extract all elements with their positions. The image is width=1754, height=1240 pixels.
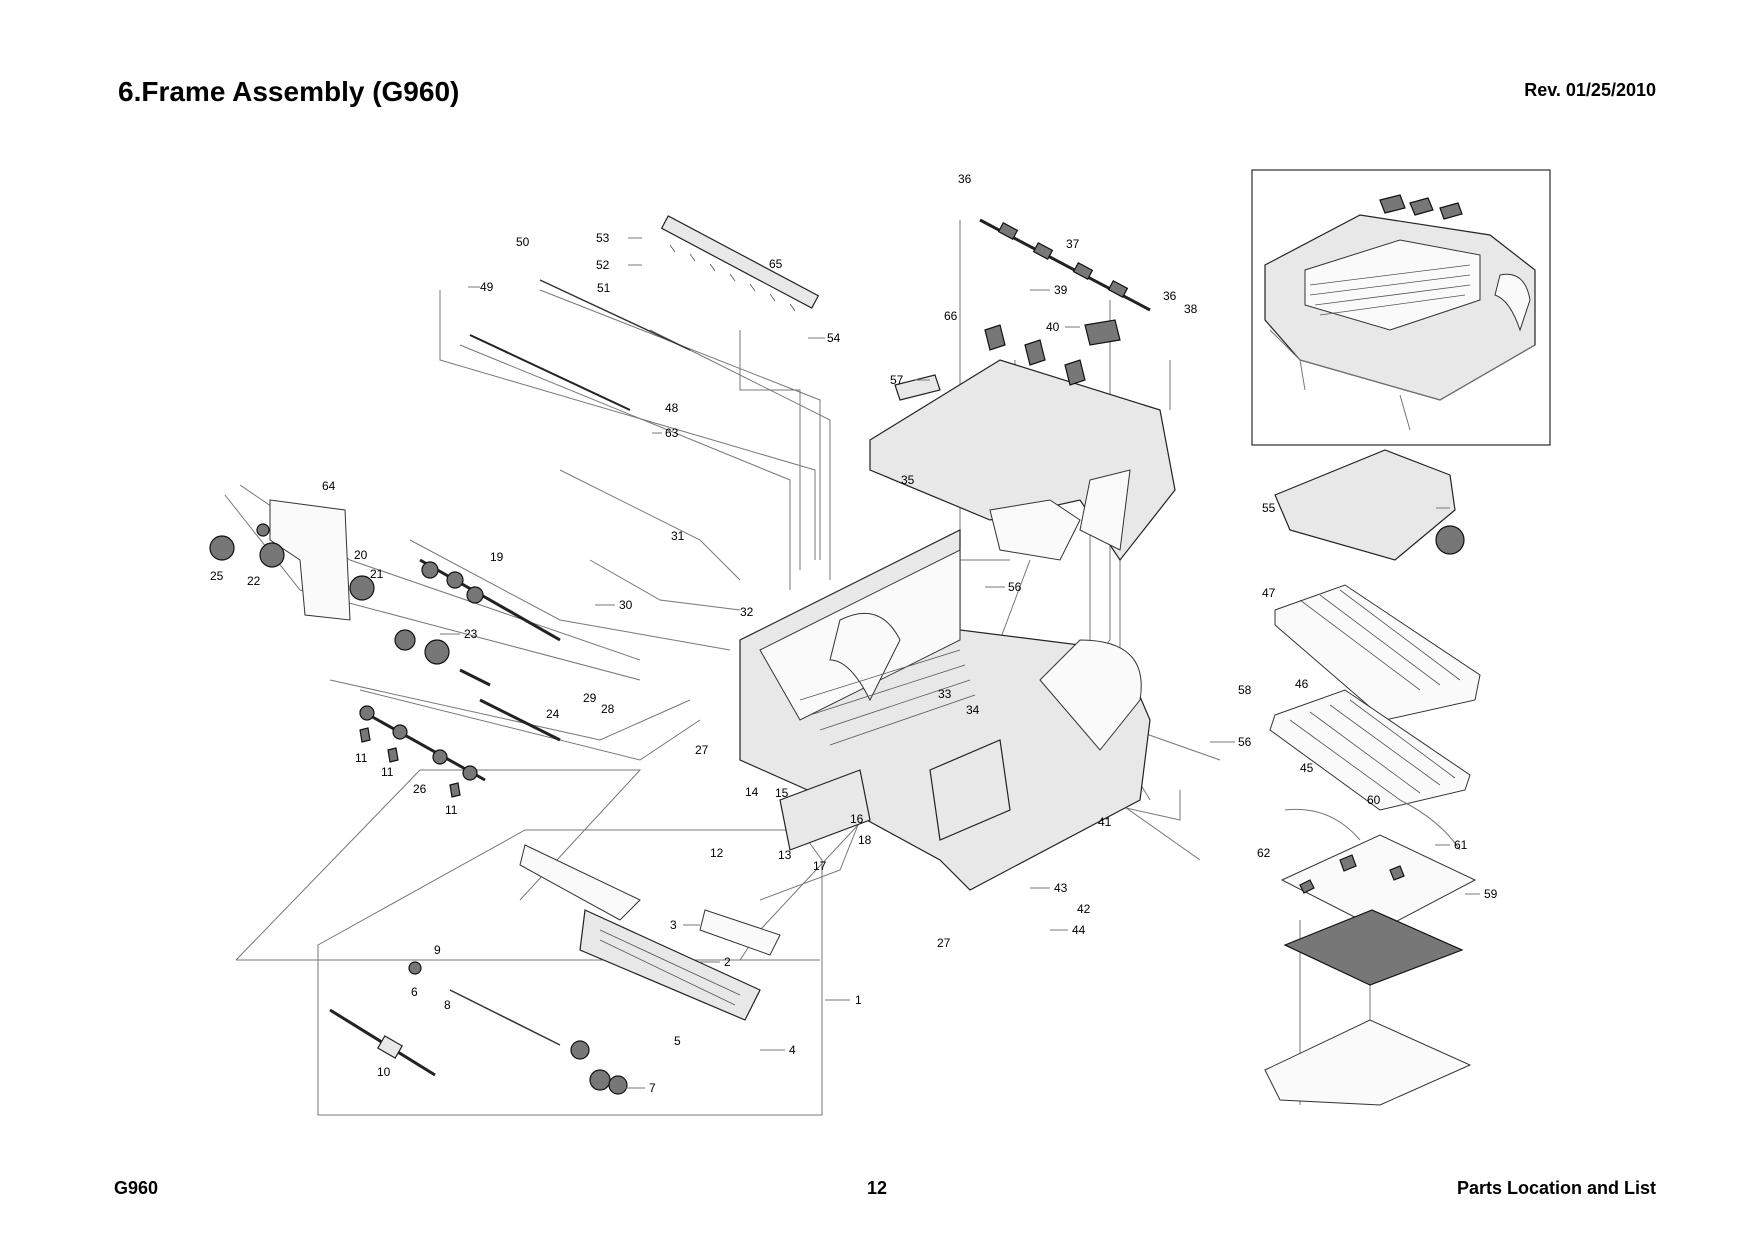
callout-25: 25: [210, 569, 224, 583]
callout-42: 42: [1077, 902, 1091, 916]
callout-27b: 27: [937, 936, 951, 950]
inset-overview: [1251, 169, 1551, 446]
callout-2: 2: [724, 955, 731, 969]
revision-date: Rev. 01/25/2010: [1524, 80, 1656, 100]
callout-4: 4: [789, 1043, 796, 1057]
callouts: 1 2 3 4 5 6 7 8 9 10 11 11 11 12 13 14 1…: [210, 172, 1498, 1095]
callout-13: 13: [778, 848, 792, 862]
callout-56b: 56: [1238, 735, 1252, 749]
rollers: [469, 215, 1151, 411]
callout-64: 64: [322, 479, 336, 493]
callout-7: 7: [649, 1081, 656, 1095]
callout-15: 15: [775, 786, 789, 800]
drive-gears: [209, 499, 561, 742]
callout-54: 54: [827, 331, 841, 345]
callout-60: 60: [1367, 793, 1381, 807]
callout-63: 63: [665, 426, 679, 440]
page-title: 6.Frame Assembly (G960): [118, 76, 460, 107]
callout-36a: 36: [958, 172, 972, 186]
callout-1: 1: [855, 993, 862, 1007]
callout-37: 37: [1066, 237, 1080, 251]
upper-frame: [869, 319, 1176, 562]
callout-34: 34: [966, 703, 980, 717]
callout-47: 47: [1262, 586, 1276, 600]
callout-57: 57: [890, 373, 904, 387]
callout-36b: 36: [1163, 289, 1177, 303]
callout-27a: 27: [695, 743, 709, 757]
callout-21: 21: [370, 567, 384, 581]
footer-section: Parts Location and List: [1456, 1178, 1656, 1198]
paper-guide: [329, 844, 781, 1095]
callout-48: 48: [665, 401, 679, 415]
callout-49: 49: [480, 280, 494, 294]
callout-33: 33: [938, 687, 952, 701]
pickup-shaft: [359, 705, 486, 798]
callout-51: 51: [597, 281, 611, 295]
callout-56a: 56: [1008, 580, 1022, 594]
callout-17: 17: [813, 859, 827, 873]
callout-59: 59: [1484, 887, 1498, 901]
callout-62: 62: [1257, 846, 1271, 860]
footer-model: G960: [114, 1178, 159, 1198]
callout-45: 45: [1300, 761, 1314, 775]
callout-26: 26: [413, 782, 427, 796]
callout-58: 58: [1238, 683, 1252, 697]
callout-46: 46: [1295, 677, 1309, 691]
callout-61: 61: [1454, 838, 1468, 852]
callout-35: 35: [901, 473, 915, 487]
callout-40: 40: [1046, 320, 1060, 334]
controller-board: [1264, 799, 1477, 1106]
callout-50: 50: [516, 235, 530, 249]
callout-38: 38: [1184, 302, 1198, 316]
callout-65: 65: [769, 257, 783, 271]
callout-18: 18: [858, 833, 872, 847]
callout-43: 43: [1054, 881, 1068, 895]
callout-11c: 11: [445, 803, 458, 817]
callout-8: 8: [444, 998, 451, 1012]
main-frame: [739, 529, 1151, 891]
callout-44: 44: [1072, 923, 1086, 937]
callout-30: 30: [619, 598, 633, 612]
callout-29: 29: [583, 691, 597, 705]
callout-28: 28: [601, 702, 615, 716]
callout-11b: 11: [381, 765, 394, 779]
callout-9: 9: [434, 943, 441, 957]
callout-41: 41: [1098, 815, 1112, 829]
footer-page-number: 12: [866, 1178, 888, 1198]
callout-24: 24: [546, 707, 560, 721]
callout-53: 53: [596, 231, 610, 245]
callout-11a: 11: [355, 751, 368, 765]
callout-3: 3: [670, 918, 677, 932]
callout-39: 39: [1054, 283, 1068, 297]
callout-6: 6: [411, 985, 418, 999]
callout-32: 32: [740, 605, 754, 619]
callout-5: 5: [674, 1034, 681, 1048]
callout-52: 52: [596, 258, 610, 272]
callout-55: 55: [1262, 501, 1276, 515]
callout-12: 12: [710, 846, 724, 860]
callout-14: 14: [745, 785, 759, 799]
callout-20: 20: [354, 548, 368, 562]
callout-10: 10: [377, 1065, 391, 1079]
exit-plates: [1269, 449, 1481, 811]
callout-22: 22: [247, 574, 261, 588]
callout-16: 16: [850, 812, 864, 826]
callout-19: 19: [490, 550, 504, 564]
callout-23: 23: [464, 627, 478, 641]
callout-31: 31: [671, 529, 685, 543]
callout-66: 66: [944, 309, 958, 323]
